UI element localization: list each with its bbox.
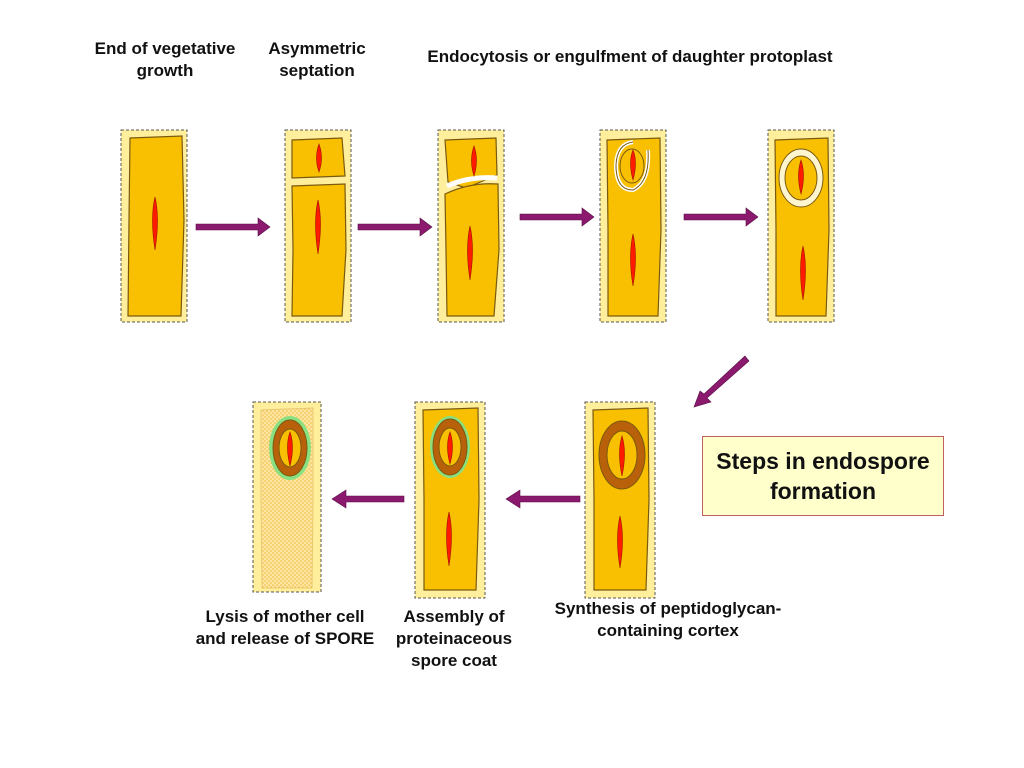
stage5-forespore-cell (767, 129, 835, 323)
nucleoid (471, 145, 477, 178)
step3-label: Endocytosis or engulfment of daughter pr… (427, 47, 833, 66)
stage1-vegetative-cell (120, 129, 188, 323)
nucleoid (798, 159, 804, 196)
step6-label: Lysis of mother cell and release of SPOR… (195, 607, 375, 648)
stage3-engulfment-cell (437, 129, 505, 323)
nucleoid (630, 233, 636, 287)
title-box: Steps in endospore formation (702, 436, 944, 516)
nucleoid (467, 225, 473, 281)
arrow-left-icon (505, 489, 581, 509)
step2-label: Asymmetric septation (268, 39, 366, 80)
arrow-right-icon (195, 217, 271, 237)
arrow-right-icon (519, 207, 595, 227)
nucleoid (152, 196, 158, 251)
nucleoid (800, 245, 806, 301)
arrow-down-left-icon (693, 355, 750, 408)
arrow-left-icon (331, 489, 405, 509)
step5-label: Assembly of proteinaceous spore coat (395, 607, 513, 670)
nucleoid (316, 143, 322, 173)
step4-label: Synthesis of peptidoglycan-containing co… (554, 599, 782, 640)
stage7-spore-coat-cell (414, 401, 486, 599)
nucleoid (619, 434, 625, 477)
arrow-right-icon (683, 207, 759, 227)
step1-label: End of vegetative growth (94, 39, 236, 80)
nucleoid (287, 431, 293, 467)
nucleoid (630, 149, 636, 182)
stage4-engulfment-cell (599, 129, 667, 323)
nucleoid (446, 511, 452, 567)
stage6-cortex-cell (584, 401, 656, 599)
top-arrows (195, 207, 759, 237)
nucleoid (447, 431, 453, 466)
diagram-title: Steps in endospore formation (716, 448, 930, 504)
stage8-lysis-cell (252, 401, 322, 593)
nucleoid (617, 515, 623, 569)
nucleoid (315, 199, 321, 255)
stage2-septation-cell (284, 129, 352, 323)
arrow-right-icon (357, 217, 433, 237)
bottom-arrows (331, 489, 581, 509)
